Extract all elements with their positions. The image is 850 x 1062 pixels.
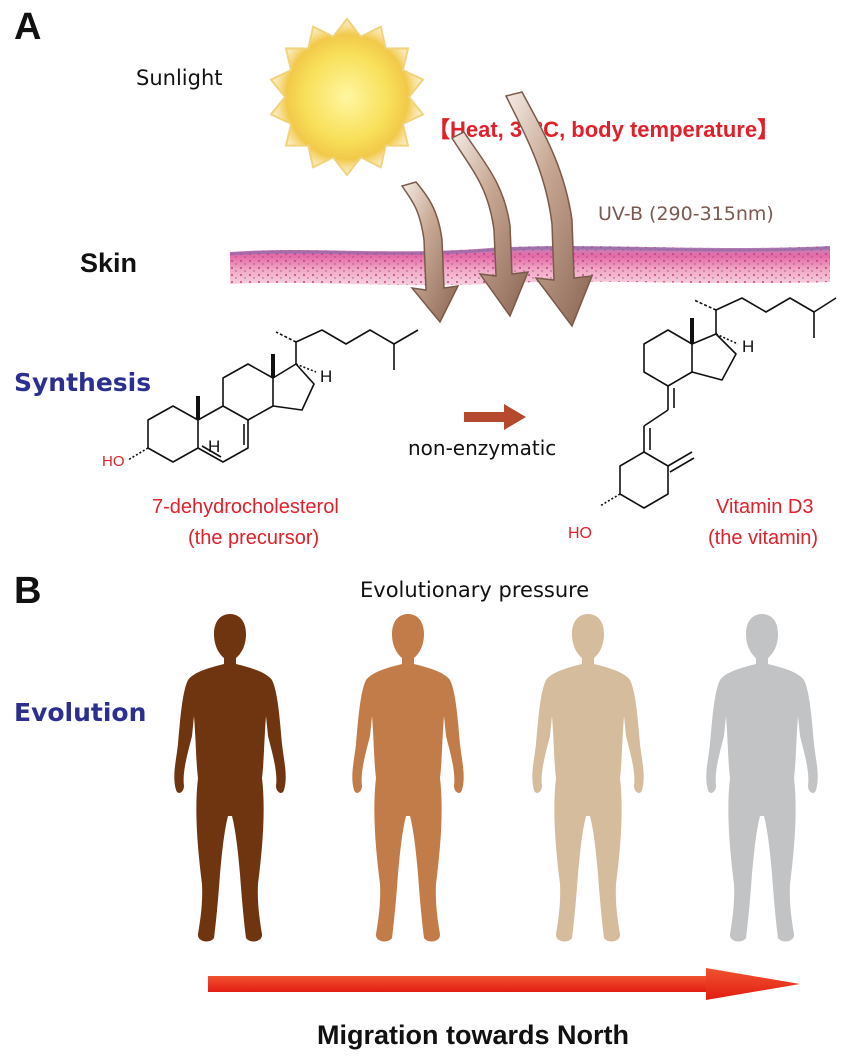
evolution-label: Evolution [14,698,147,727]
panel-b-letter: B [14,570,42,612]
reaction-label: non-enzymatic [408,436,557,460]
precursor-note: (the precursor) [188,527,320,549]
uvb-arrows [400,91,594,328]
synthesis-label: Synthesis [14,368,152,397]
vitamin-note: (the vitamin) [708,527,819,549]
silhouette-dark [174,614,286,942]
silhouette-medium [352,614,464,942]
panel-a-letter: A [14,6,42,48]
silhouette-light [532,614,644,942]
skin-tissue-image [230,246,830,286]
sun-icon [269,17,425,177]
heat-label: 【Heat, 37°C, body temperature】 [428,117,780,142]
dehydrocholesterol-structure: H H HO [102,329,419,470]
vitamin-name: Vitamin D3 [716,496,814,518]
precursor-name: 7-dehydrocholesterol [152,496,339,518]
silhouette-pale [706,614,818,942]
h-label-b-ring: H [208,437,220,456]
pressure-label: Evolutionary pressure [360,578,590,602]
sunlight-label: Sunlight [136,66,223,90]
uvb-arrow-3 [504,91,594,328]
ho-label-precursor: HO [102,453,125,470]
h-label-vitamin: H [742,337,754,356]
uvb-arrow-1 [400,181,460,324]
ho-label-vitamin: HO [568,525,592,542]
human-silhouettes [174,614,818,942]
uvb-arrow-2 [450,131,530,318]
h-label-d-ring: H [320,367,332,386]
skin-label: Skin [80,248,138,278]
reaction-arrow-icon [464,404,526,430]
migration-arrow-icon [208,968,800,1000]
uvb-label: UV-B (290-315nm) [598,203,774,225]
migration-label: Migration towards North [317,1020,629,1050]
vitamin-d3-structure: H HO [568,297,837,542]
